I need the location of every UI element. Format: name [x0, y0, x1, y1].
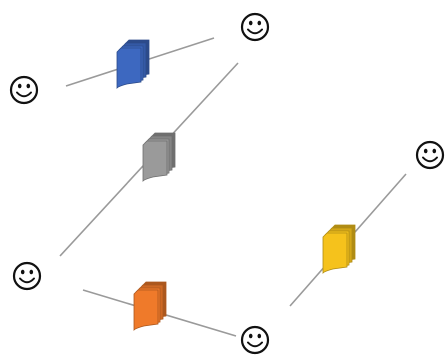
person-bottom-center-smiley-icon [240, 325, 270, 355]
yellow-document-stack-icon [322, 224, 356, 274]
gray-document-stack-icon [142, 132, 176, 182]
person-top-right-smiley-icon [240, 12, 270, 42]
blue-document-stack-icon [116, 39, 150, 89]
orange-document-stack-icon [133, 281, 167, 331]
person-left-bottom-smiley-icon [12, 261, 42, 291]
document-icons [116, 39, 356, 331]
person-left-top-smiley-icon [9, 75, 39, 105]
connection-lines [59, 37, 407, 337]
person-icons [9, 12, 445, 355]
person-right-smiley-icon [415, 140, 445, 170]
